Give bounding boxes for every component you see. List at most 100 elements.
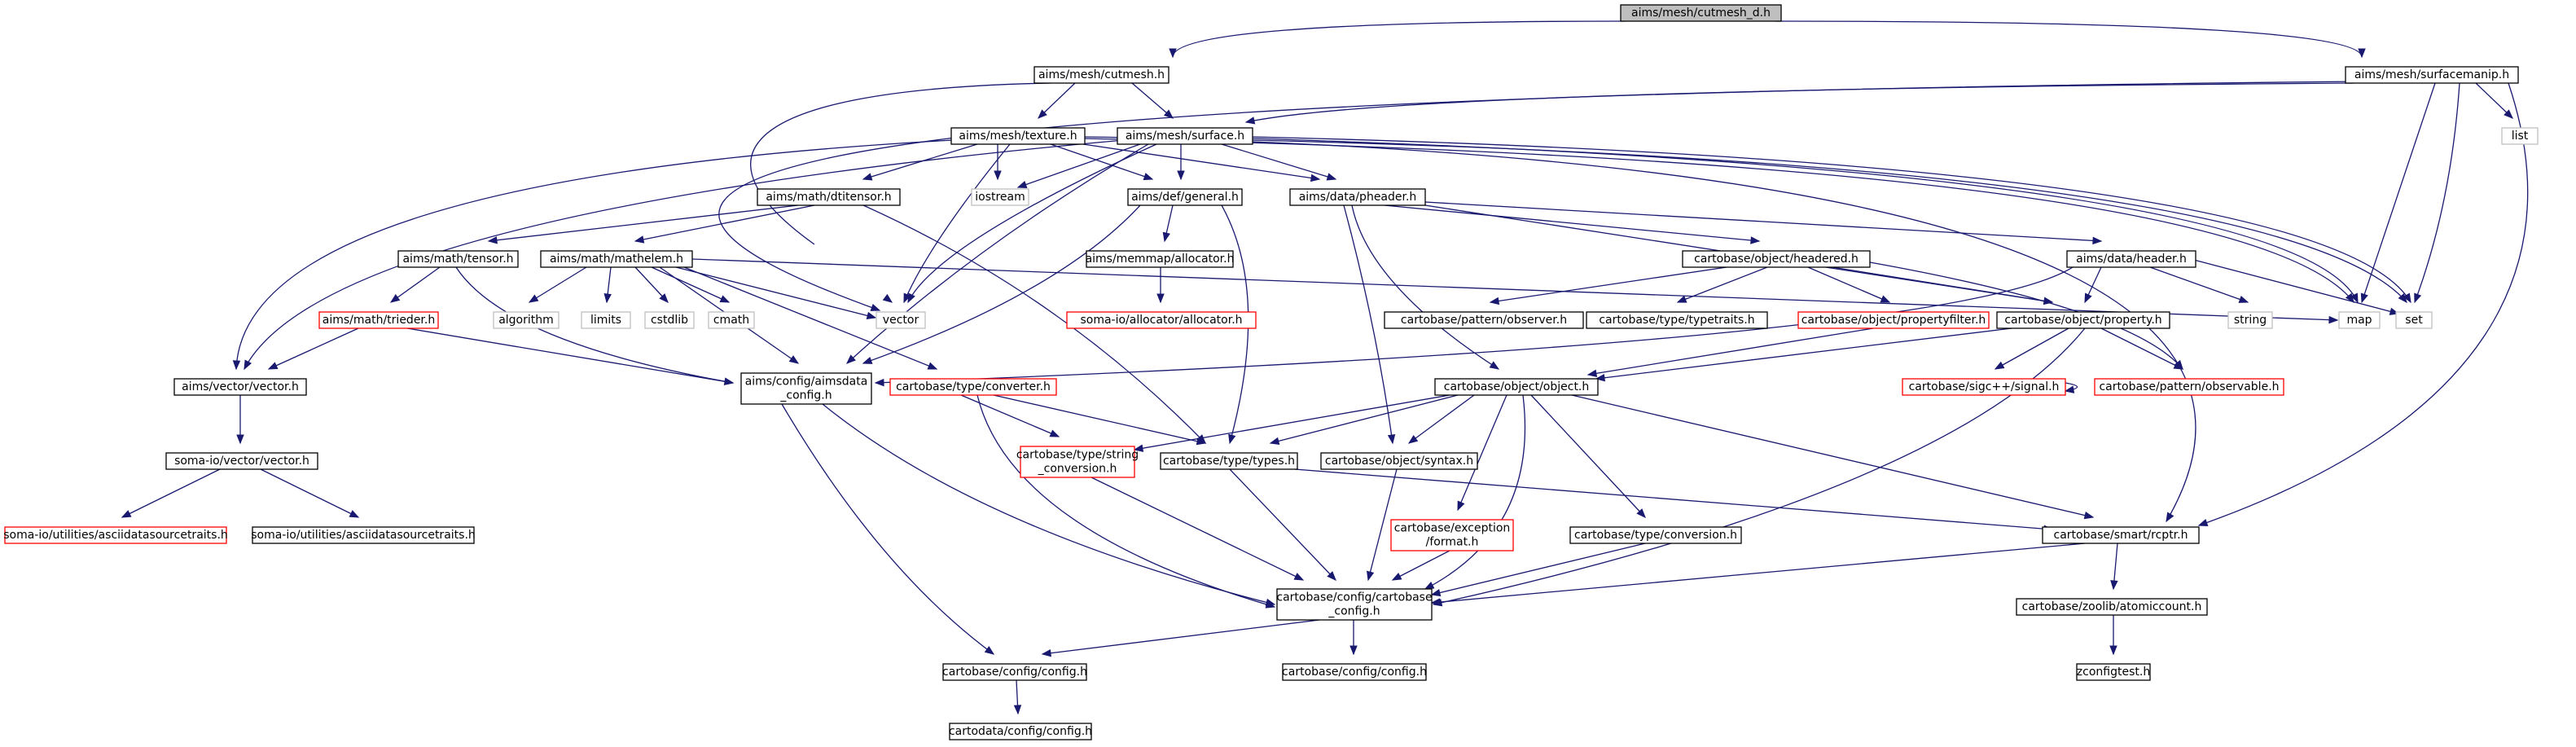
node-somaalloc[interactable]: soma-io/allocator/allocator.h bbox=[1066, 311, 1257, 329]
edge-cbconfig-to-config1 bbox=[1041, 619, 1320, 657]
node-label: string bbox=[2234, 314, 2267, 327]
edge-rcptr-to-atomiccount bbox=[2110, 543, 2118, 591]
node-label: cartobase/type/string bbox=[1016, 449, 1139, 462]
node-list: list bbox=[2501, 127, 2539, 145]
node-cdconfig[interactable]: cartodata/config/config.h bbox=[949, 723, 1092, 740]
edge-texture-to-avector bbox=[232, 139, 954, 371]
node-label: _conversion.h bbox=[1038, 463, 1117, 476]
edge-converter-to-types bbox=[993, 394, 1207, 446]
node-label: cmath bbox=[713, 314, 749, 327]
node-label: aims/memmap/allocator.h bbox=[1086, 253, 1235, 266]
node-surface[interactable]: aims/mesh/surface.h bbox=[1117, 127, 1253, 145]
node-rcptr[interactable]: cartobase/smart/rcptr.h bbox=[2042, 526, 2200, 544]
edge-trieder-to-avector bbox=[267, 327, 359, 370]
edge-strconv-to-cbconfig bbox=[1091, 477, 1305, 581]
node-observer[interactable]: cartobase/pattern/observer.h bbox=[1384, 311, 1584, 329]
node-avector[interactable]: aims/vector/vector.h bbox=[173, 378, 307, 396]
node-cbconfig[interactable]: cartobase/config/cartobase_config.h bbox=[1276, 588, 1433, 621]
node-atomiccount[interactable]: cartobase/zoolib/atomiccount.h bbox=[2016, 598, 2208, 616]
edge-surface-to-aimsdata bbox=[846, 143, 1149, 364]
node-headered[interactable]: cartobase/object/headered.h bbox=[1682, 250, 1871, 268]
edge-object-to-rcptr bbox=[1571, 394, 2095, 520]
edge-format-to-cbconfig bbox=[1391, 550, 1450, 581]
edge-tensor-to-trieder bbox=[389, 266, 441, 303]
edge-property-to-object bbox=[1595, 327, 2012, 382]
node-config1[interactable]: cartobase/config/config.h bbox=[942, 663, 1087, 681]
node-label: aims/math/dtitensor.h bbox=[766, 191, 891, 204]
edge-syntax-to-cbconfig bbox=[1367, 468, 1398, 582]
node-observable[interactable]: cartobase/pattern/observable.h bbox=[2094, 378, 2284, 396]
node-signal[interactable]: cartobase/sigc++/signal.h bbox=[1902, 378, 2066, 396]
node-label: cartobase/type/typetraits.h bbox=[1599, 314, 1754, 327]
node-label: cartobase/type/converter.h bbox=[896, 380, 1051, 393]
node-label: aims/data/pheader.h bbox=[1299, 191, 1417, 204]
node-mathelem[interactable]: aims/math/mathelem.h bbox=[540, 250, 693, 268]
edge-object-to-conversion bbox=[1530, 394, 1646, 518]
edge-surface-to-map bbox=[1252, 138, 2359, 304]
edge-root-to-cutmesh bbox=[1169, 20, 1626, 59]
edge-surface-to-rcptr bbox=[1252, 141, 2196, 523]
node-dheader[interactable]: aims/data/header.h bbox=[2066, 250, 2196, 268]
edge-pheader-to-dheader bbox=[1424, 201, 2103, 245]
node-typetraits[interactable]: cartobase/type/typetraits.h bbox=[1586, 311, 1768, 329]
node-label: cartobase/zoolib/atomiccount.h bbox=[2022, 600, 2202, 613]
edge-surfacemanip-to-rcptr bbox=[2197, 82, 2529, 526]
edge-object-to-format bbox=[1457, 394, 1507, 512]
edge-general-to-aimsdata bbox=[862, 204, 1141, 364]
node-label: limits bbox=[590, 314, 621, 327]
node-zconfigtest[interactable]: zconfigtest.h bbox=[2076, 663, 2151, 681]
node-map: map bbox=[2338, 311, 2381, 329]
node-label: soma-io/utilities/asciidatasourcetraits.… bbox=[251, 529, 476, 542]
node-dtitensor[interactable]: aims/math/dtitensor.h bbox=[757, 188, 901, 206]
node-types[interactable]: cartobase/type/types.h bbox=[1160, 452, 1298, 470]
node-ascii1[interactable]: soma-io/utilities/asciidatasourcetraits.… bbox=[3, 526, 228, 544]
edge-texture-to-map bbox=[1082, 138, 2354, 304]
node-label: aims/math/mathelem.h bbox=[550, 253, 683, 266]
node-propfilter[interactable]: cartobase/object/propertyfilter.h bbox=[1797, 311, 1990, 329]
node-allocator[interactable]: aims/memmap/allocator.h bbox=[1086, 250, 1235, 268]
node-root[interactable]: aims/mesh/cutmesh_d.h bbox=[1620, 4, 1782, 22]
node-label: _config.h bbox=[1327, 605, 1380, 618]
edge-surface-to-set bbox=[1252, 136, 2411, 304]
edge-object-to-cbconfig bbox=[1424, 394, 1526, 590]
node-object[interactable]: cartobase/object/object.h bbox=[1434, 378, 1599, 396]
node-label: algorithm bbox=[498, 314, 554, 327]
edge-signal-to-signal bbox=[2064, 382, 2078, 393]
node-tensor[interactable]: aims/math/tensor.h bbox=[397, 250, 519, 268]
node-ascii2[interactable]: soma-io/utilities/asciidatasourcetraits.… bbox=[251, 526, 476, 544]
node-label: map bbox=[2346, 314, 2372, 327]
node-surfacemanip[interactable]: aims/mesh/surfacemanip.h bbox=[2345, 66, 2519, 84]
edge-texture-to-general bbox=[1050, 143, 1154, 181]
node-cmath: cmath bbox=[708, 311, 755, 329]
node-texture[interactable]: aims/mesh/texture.h bbox=[950, 127, 1086, 145]
node-svector[interactable]: soma-io/vector/vector.h bbox=[165, 452, 318, 470]
edge-aimsdata-to-cbconfig bbox=[822, 403, 1276, 607]
node-aimsdata[interactable]: aims/config/aimsdata_config.h bbox=[740, 372, 872, 405]
node-cutmesh[interactable]: aims/mesh/cutmesh.h bbox=[1033, 66, 1170, 84]
edge-pheader-to-headered bbox=[1384, 204, 1761, 244]
node-general[interactable]: aims/def/general.h bbox=[1127, 188, 1243, 206]
node-pheader[interactable]: aims/data/pheader.h bbox=[1289, 188, 1426, 206]
edge-object-to-strconv bbox=[1133, 394, 1450, 452]
edge-general-to-allocator bbox=[1162, 204, 1174, 243]
edge-texture-to-dtitensor bbox=[862, 143, 978, 181]
node-property[interactable]: cartobase/object/property.h bbox=[1996, 311, 2170, 329]
edge-surfacemanip-to-set bbox=[2414, 82, 2460, 304]
edge-surfacemanip-to-vector bbox=[718, 81, 2363, 311]
node-format[interactable]: cartobase/exception/format.h bbox=[1390, 519, 1514, 551]
node-label: aims/mesh/cutmesh_d.h bbox=[1631, 7, 1771, 20]
node-set: set bbox=[2395, 311, 2433, 329]
edge-headered-to-propfilter bbox=[1807, 266, 1891, 303]
node-label: aims/mesh/texture.h bbox=[959, 130, 1077, 143]
edge-mathelem-to-map bbox=[691, 258, 2339, 324]
node-syntax[interactable]: cartobase/object/syntax.h bbox=[1320, 452, 1478, 470]
edge-rcptr-to-cbconfig bbox=[1430, 543, 2086, 606]
node-label: aims/config/aimsdata bbox=[745, 376, 868, 389]
node-trieder[interactable]: aims/math/trieder.h bbox=[318, 311, 439, 329]
node-conversion[interactable]: cartobase/type/conversion.h bbox=[1569, 526, 1742, 544]
edge-headered-to-typetraits bbox=[1676, 266, 1768, 303]
node-config2[interactable]: cartobase/config/config.h bbox=[1282, 663, 1427, 681]
node-strconv[interactable]: cartobase/type/string_conversion.h bbox=[1016, 446, 1139, 478]
node-converter[interactable]: cartobase/type/converter.h bbox=[889, 378, 1057, 396]
node-cstdlib: cstdlib bbox=[644, 311, 695, 329]
